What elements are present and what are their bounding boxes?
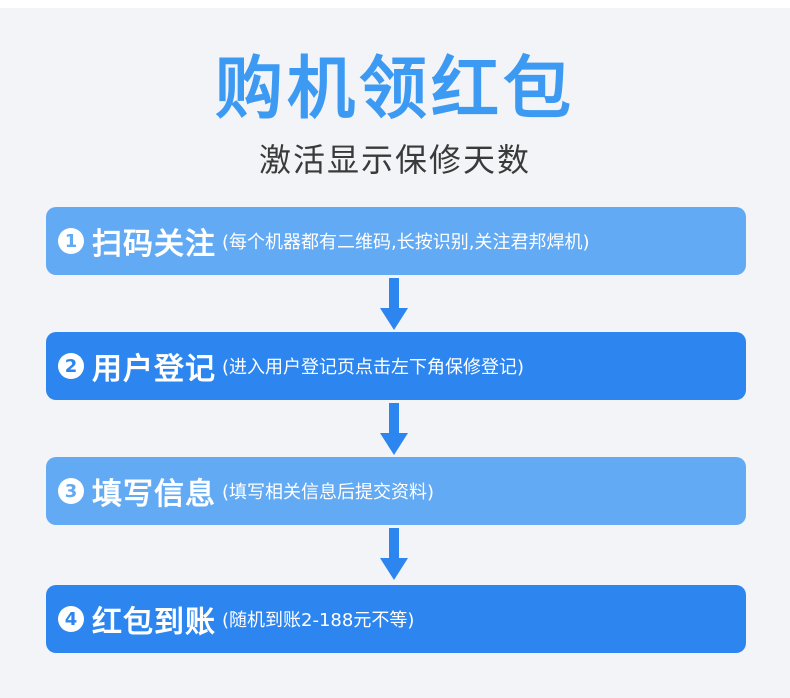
step-label: 填写信息 bbox=[92, 477, 216, 512]
step-label: 红包到账 bbox=[92, 605, 216, 640]
step-4-red-packet: 4 红包到账 (随机到账2-188元不等) bbox=[46, 585, 746, 653]
step-1-scan-follow: 1 扫码关注 (每个机器都有二维码,长按识别,关注君邦焊机) bbox=[46, 207, 746, 275]
step-description: (随机到账2-188元不等) bbox=[222, 610, 415, 631]
arrow-down-icon bbox=[380, 403, 408, 455]
step-label: 扫码关注 bbox=[92, 227, 216, 262]
step-description: (每个机器都有二维码,长按识别,关注君邦焊机) bbox=[222, 232, 590, 253]
step-3-fill-info: 3 填写信息 (填写相关信息后提交资料) bbox=[46, 457, 746, 525]
step-number-4: 4 bbox=[58, 606, 84, 632]
step-number-1: 1 bbox=[58, 228, 84, 254]
step-label: 用户登记 bbox=[92, 352, 216, 387]
top-strip bbox=[0, 0, 790, 8]
step-description: (进入用户登记页点击左下角保修登记) bbox=[222, 357, 525, 378]
step-number-3: 3 bbox=[58, 478, 84, 504]
step-2-user-register: 2 用户登记 (进入用户登记页点击左下角保修登记) bbox=[46, 332, 746, 400]
arrow-down-icon bbox=[380, 278, 408, 330]
arrow-down-icon bbox=[380, 528, 408, 580]
page-title: 购机领红包 bbox=[214, 50, 575, 129]
step-description: (填写相关信息后提交资料) bbox=[222, 482, 435, 503]
page-subtitle: 激活显示保修天数 bbox=[258, 141, 531, 179]
step-number-2: 2 bbox=[58, 353, 84, 379]
